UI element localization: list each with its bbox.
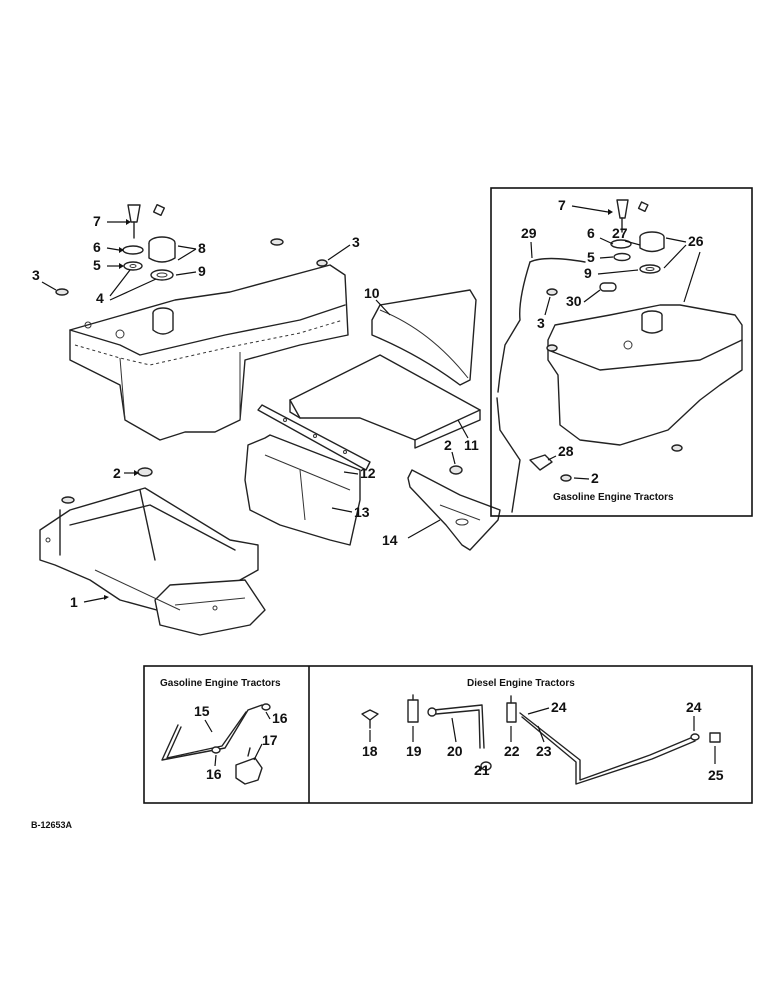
- inset-callout-28: 28: [558, 443, 574, 459]
- callout-11: 11: [464, 437, 479, 453]
- callout-6: 6: [93, 239, 101, 255]
- bottom-fuel-lines-box: Gasoline Engine Tractors 15 16 16 17 Die…: [143, 665, 753, 804]
- callout-24-left: 24: [551, 699, 567, 715]
- fuel-tank-shield: [289, 354, 481, 449]
- gasoline-panel-title: Gasoline Engine Tractors: [160, 678, 281, 689]
- callout-17: 17: [262, 732, 278, 748]
- inset-callouts: 7 29 6 27 26 5 9 30 3 28 2 Gasoline Engi…: [521, 197, 704, 503]
- callout-16-bottom: 16: [206, 766, 222, 782]
- inset-callout-27: 27: [612, 225, 628, 241]
- callout-2-mid: 2: [444, 437, 452, 453]
- callout-15: 15: [194, 703, 210, 719]
- drawing-number: B-12653A: [31, 820, 73, 830]
- inset-callout-3: 3: [537, 315, 545, 331]
- inset-callout-9: 9: [584, 265, 592, 281]
- callout-25: 25: [708, 767, 724, 783]
- callout-23: 23: [536, 743, 552, 759]
- heat-baffle: [244, 434, 361, 546]
- callout-8: 8: [198, 240, 206, 256]
- inset-tank: [547, 304, 743, 446]
- callout-3-left: 3: [32, 267, 40, 283]
- callout-1: 1: [70, 594, 78, 610]
- side-shield: [371, 289, 477, 386]
- callout-9: 9: [198, 263, 206, 279]
- callout-21: 21: [474, 762, 490, 778]
- inset-callout-6: 6: [587, 225, 595, 241]
- callout-19: 19: [406, 743, 422, 759]
- callout-3-right: 3: [352, 234, 360, 250]
- gasoline-tank-inset: 7 29 6 27 26 5 9 30 3 28 2 Gasoline Engi…: [490, 187, 753, 517]
- callout-2-left: 2: [113, 465, 121, 481]
- callout-24-right: 24: [686, 699, 702, 715]
- inset-hardware: [529, 199, 683, 482]
- callout-14: 14: [382, 532, 398, 548]
- inset-callout-26: 26: [688, 233, 704, 249]
- callout-10: 10: [364, 285, 380, 301]
- callout-13: 13: [354, 504, 370, 520]
- callout-22: 22: [504, 743, 520, 759]
- callout-20: 20: [447, 743, 463, 759]
- tank-support: [39, 487, 266, 636]
- inset-fuel-line: [496, 257, 586, 513]
- fuel-tank: [69, 264, 349, 441]
- inset-callout-30: 30: [566, 293, 582, 309]
- callout-12: 12: [360, 465, 376, 481]
- diesel-panel-title: Diesel Engine Tractors: [467, 678, 575, 689]
- callout-7: 7: [93, 213, 101, 229]
- fuel-tank-cap: [148, 236, 176, 281]
- callout-5: 5: [93, 257, 101, 273]
- inset-callout-5: 5: [587, 249, 595, 265]
- main-callouts: 7 6 5 4 8 9 3 3 10 11 2 12 13 14 2 1: [32, 213, 479, 610]
- inset-callout-2: 2: [591, 470, 599, 486]
- callout-16-top: 16: [272, 710, 288, 726]
- callout-18: 18: [362, 743, 378, 759]
- inset-caption: Gasoline Engine Tractors: [553, 492, 674, 503]
- mounting-strip: [257, 404, 371, 471]
- grommet-set: [55, 238, 463, 504]
- support-bracket-right: [407, 469, 501, 551]
- diesel-panel: Diesel Engine Tractors 18 19 20 21 22: [361, 678, 724, 785]
- inset-callout-29: 29: [521, 225, 537, 241]
- callout-4: 4: [96, 290, 104, 306]
- inset-callout-7: 7: [558, 197, 566, 213]
- gasoline-panel: Gasoline Engine Tractors 15 16 16 17: [160, 678, 288, 785]
